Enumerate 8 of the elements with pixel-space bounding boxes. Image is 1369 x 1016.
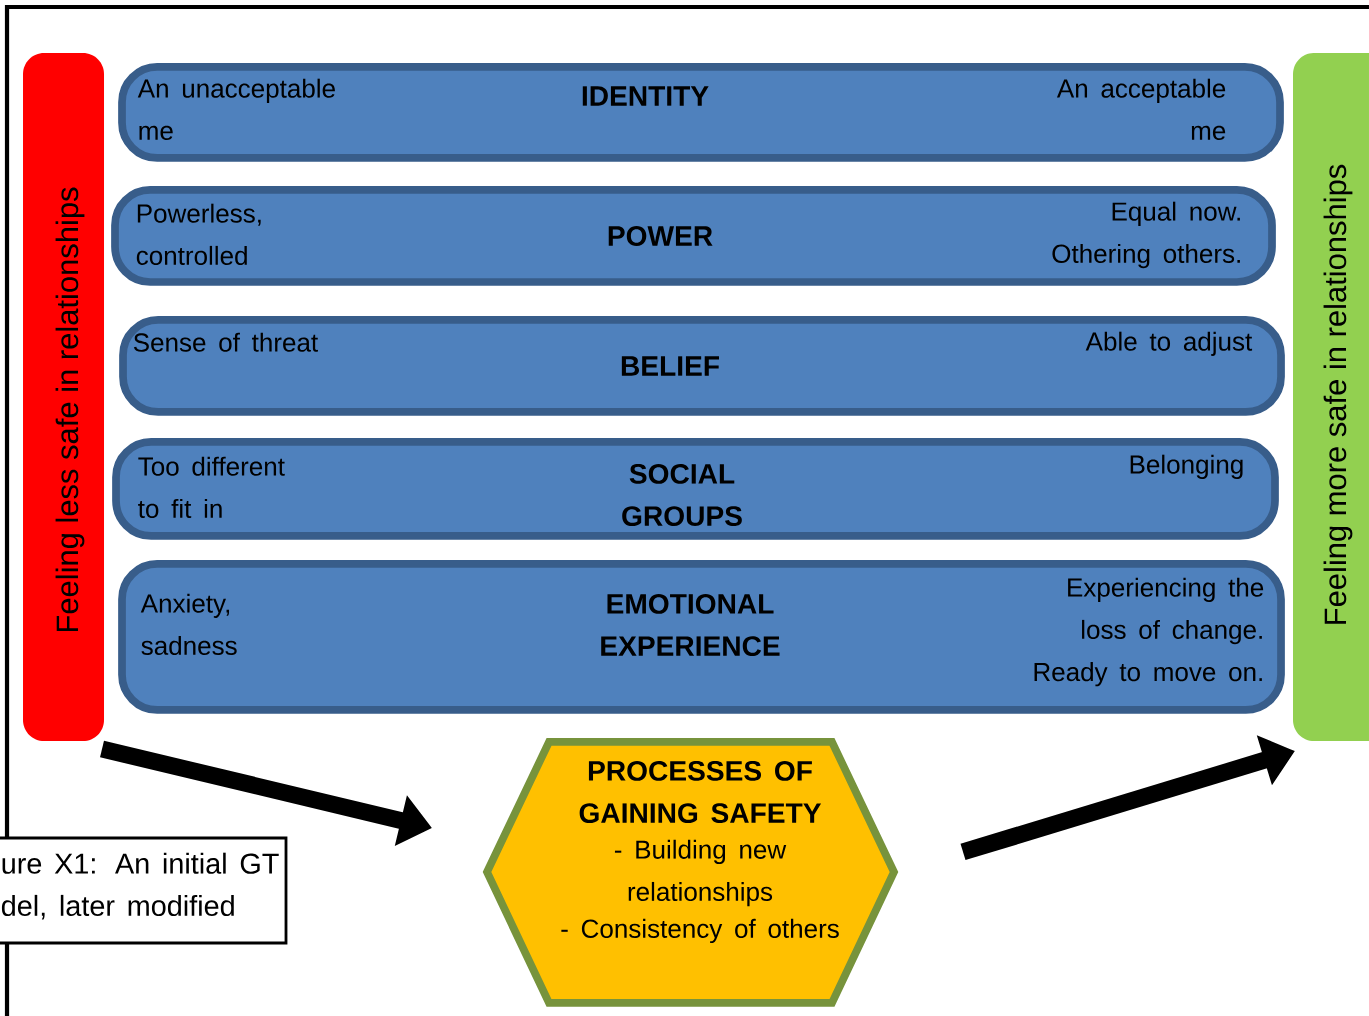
side-bar: Feeling more safe in relationships <box>1293 53 1369 741</box>
category-box: Too different to fit in SOCIAL GROUPS Belonging <box>112 438 1279 540</box>
side-bar: Feeling less safe in relationships <box>23 53 104 741</box>
caption-box: ure X1: An initial GT del, later modified <box>0 836 288 945</box>
category-box: Anxiety, sadness EMOTIONAL EXPERIENCE Experiencing the loss of change. Ready to move on. <box>118 560 1285 714</box>
category-box: Powerless, controlled POWER Equal now. Othering others. <box>111 186 1276 286</box>
category-box: Sense of threat BELIEF Able to adjust <box>119 316 1285 416</box>
category-box: An unacceptable me IDENTITY An acceptable me <box>118 63 1284 162</box>
